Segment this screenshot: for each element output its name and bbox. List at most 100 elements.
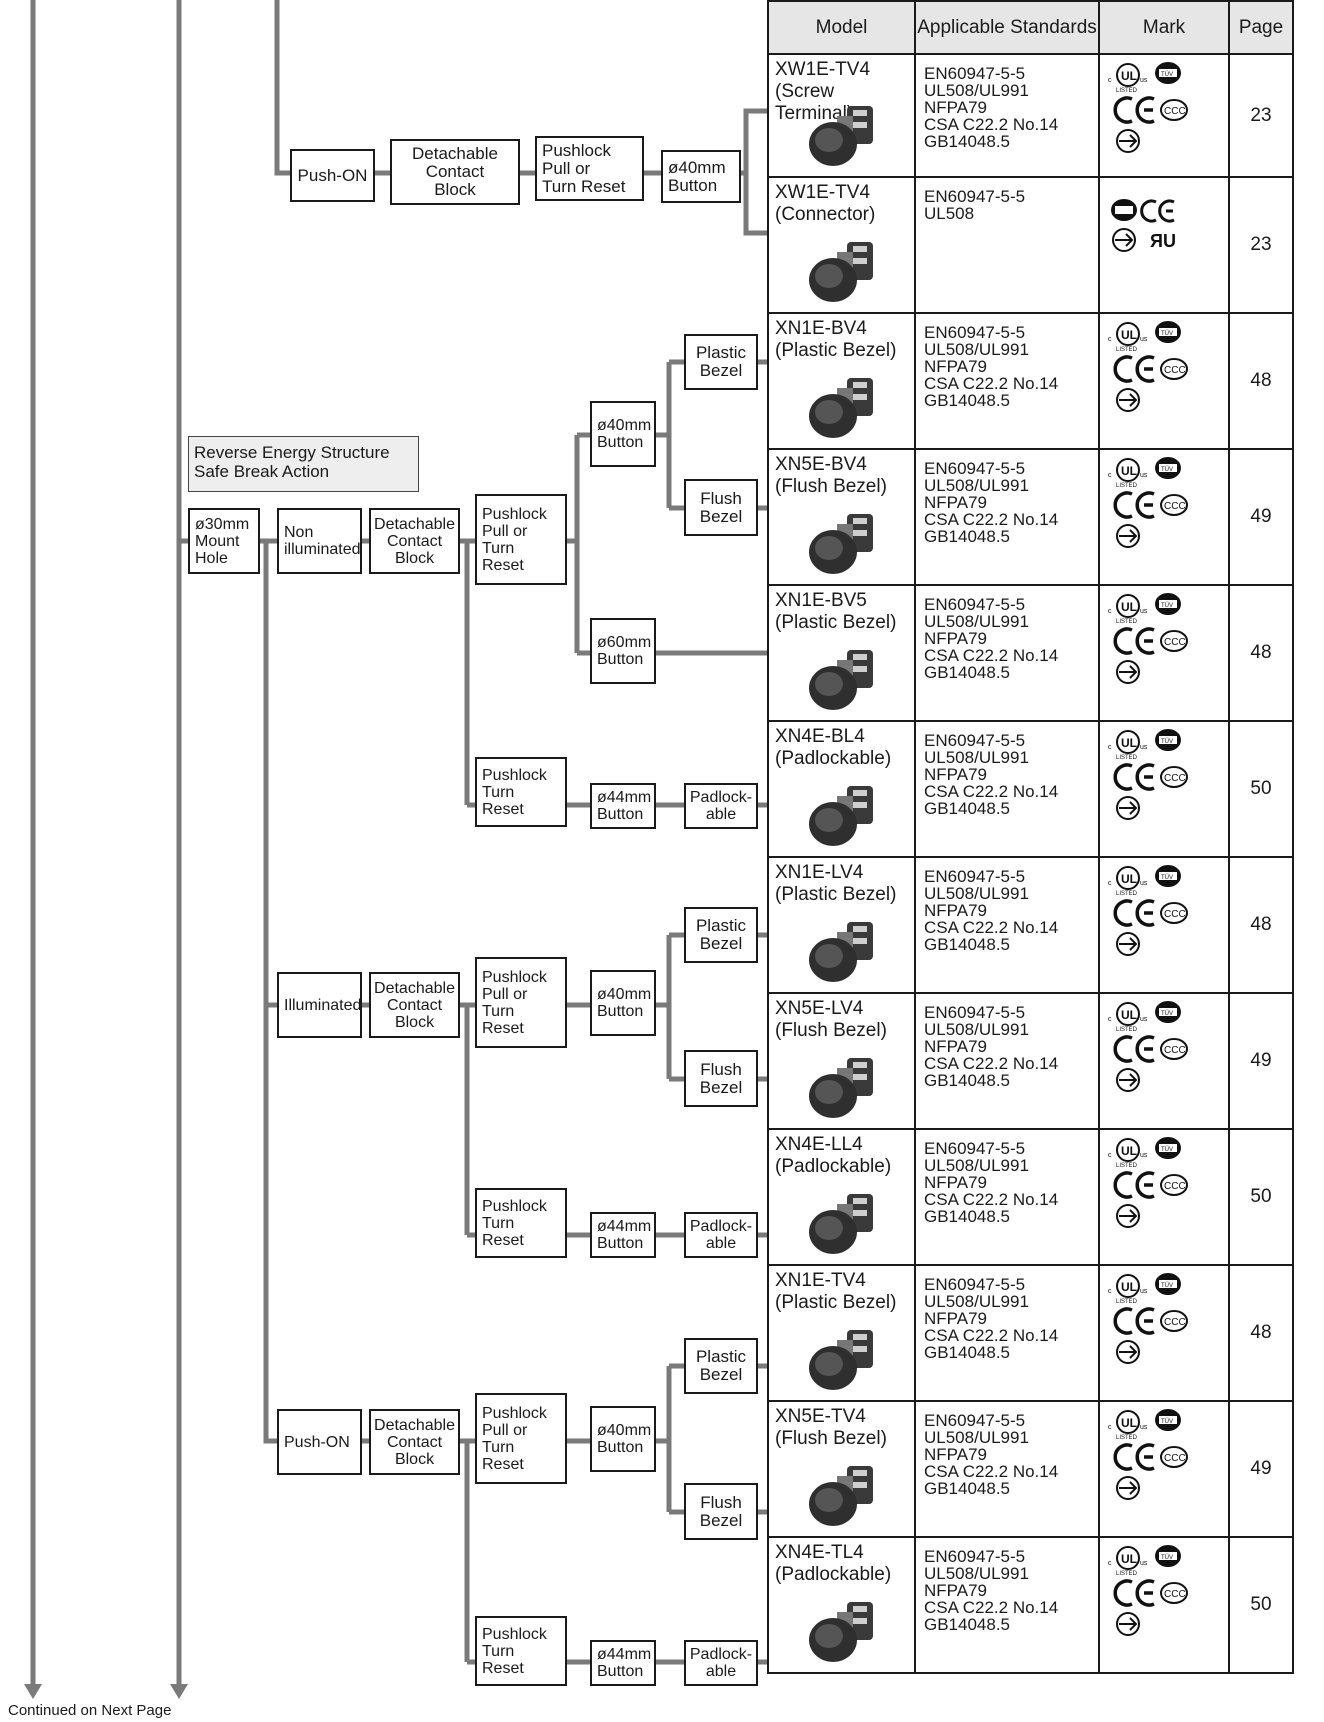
reverse-energy-note: Reverse Energy Structure Safe Break Acti… [188, 436, 419, 492]
ce-icon [1113, 899, 1155, 927]
svg-text:TÜV: TÜV [1161, 1146, 1173, 1153]
svg-text:TÜV: TÜV [1161, 1282, 1173, 1289]
product-photo [803, 780, 881, 848]
svg-text:c: c [1108, 608, 1112, 615]
arrow-circle-icon [1116, 796, 1140, 820]
model-cell: XN5E-BV4 (Flush Bezel) [767, 448, 916, 586]
turn-reset-box: Pushlock Turn Reset [475, 1188, 567, 1258]
product-photo [803, 1596, 881, 1664]
padlockable-box: Padlock- able [684, 783, 758, 829]
arrow-circle-icon [1116, 1612, 1140, 1636]
xw-button-box: ø40mm Button [661, 150, 741, 203]
svg-text:c: c [1108, 1288, 1112, 1295]
product-photo [803, 1324, 881, 1392]
svg-text:TÜV: TÜV [1161, 1554, 1173, 1561]
page-cell: 23 [1228, 53, 1294, 178]
model-name: XN1E-BV5 (Plastic Bezel) [775, 590, 897, 633]
svg-text:LISTED: LISTED [1116, 755, 1138, 761]
svg-text:c: c [1108, 1016, 1112, 1023]
product-photo [803, 372, 881, 440]
model-cell: XN4E-TL4 (Padlockable) [767, 1536, 916, 1674]
ce-icon [1140, 199, 1175, 223]
svg-text:CCC: CCC [1164, 1453, 1186, 1464]
push-on-box: Push-ON [277, 1409, 362, 1475]
pull-turn-reset-box: Pushlock Pull or Turn Reset [475, 494, 567, 585]
svg-text:UL: UL [1121, 872, 1137, 886]
ccc-icon: CCC [1160, 902, 1188, 924]
table-row: XN1E-LV4 (Plastic Bezel)EN60947-5-5 UL50… [767, 856, 1294, 994]
svg-text:us: us [1140, 1152, 1148, 1159]
standards-cell: EN60947-5-5 UL508/UL991 NFPA79 CSA C22.2… [914, 1536, 1100, 1674]
model-name: XN5E-TV4 (Flush Bezel) [775, 1406, 887, 1449]
page-cell: 48 [1228, 1264, 1294, 1402]
model-cell: XN1E-BV5 (Plastic Bezel) [767, 584, 916, 722]
ce-icon [1113, 1171, 1155, 1199]
xw-contact-block-box: Detachable Contact Block [390, 139, 520, 205]
model-cell: XN1E-LV4 (Plastic Bezel) [767, 856, 916, 994]
tuv-icon: TÜV [1155, 729, 1181, 751]
svg-text:c: c [1108, 880, 1112, 887]
svg-text:us: us [1140, 1424, 1148, 1431]
model-name: XN4E-BL4 (Padlockable) [775, 726, 892, 769]
arrow-circle-icon [1116, 1340, 1140, 1364]
svg-text:us: us [1140, 472, 1148, 479]
svg-text:CCC: CCC [1164, 501, 1186, 512]
page-cell: 49 [1228, 992, 1294, 1130]
model-name: XW1E-TV4 (Connector) [775, 182, 876, 225]
pull-turn-reset-box: Pushlock Pull or Turn Reset [475, 1393, 567, 1484]
standards-cell: EN60947-5-5 UL508/UL991 NFPA79 CSA C22.2… [914, 992, 1100, 1130]
model-name: XN5E-BV4 (Flush Bezel) [775, 454, 887, 497]
button-40mm-box: ø40mm Button [590, 970, 656, 1036]
svg-text:ЯU: ЯU [1150, 231, 1176, 251]
model-name: XN1E-LV4 (Plastic Bezel) [775, 862, 897, 905]
svg-text:TÜV: TÜV [1161, 602, 1173, 609]
table-row: XW1E-TV4 (Screw Terminal)EN60947-5-5 UL5… [767, 53, 1294, 178]
turn-reset-box: Pushlock Turn Reset [475, 757, 567, 827]
svg-text:LISTED: LISTED [1116, 1571, 1138, 1577]
model-name: XN1E-TV4 (Plastic Bezel) [775, 1270, 897, 1313]
table-header-row: Model Applicable Standards Mark Page [767, 0, 1294, 55]
standards-cell: EN60947-5-5 UL508/UL991 NFPA79 CSA C22.2… [914, 1128, 1100, 1266]
svg-text:CCC: CCC [1164, 1045, 1186, 1056]
page-cell: 48 [1228, 584, 1294, 722]
page-cell: 48 [1228, 312, 1294, 450]
svg-text:LISTED: LISTED [1116, 483, 1138, 489]
product-photo [803, 1460, 881, 1528]
contact-block-box: Detachable Contact Block [369, 1409, 460, 1475]
svg-text:c: c [1108, 336, 1112, 343]
svg-text:UL: UL [1121, 736, 1137, 750]
ccc-icon: CCC [1160, 358, 1188, 380]
ce-icon [1113, 763, 1155, 791]
svg-text:UL: UL [1121, 1144, 1137, 1158]
certification-marks: ЯU [1104, 184, 1224, 284]
page-cell: 50 [1228, 720, 1294, 858]
non-illuminated-box: Non illuminated [277, 508, 362, 574]
svg-text:us: us [1140, 608, 1148, 615]
model-cell: XN5E-LV4 (Flush Bezel) [767, 992, 916, 1130]
svg-text:us: us [1140, 744, 1148, 751]
xw-operation-box: Pushlock Pull or Turn Reset [535, 136, 644, 201]
illuminated-box: Illuminated [277, 972, 362, 1038]
ccc-icon: CCC [1160, 1038, 1188, 1060]
ccc-icon: CCC [1160, 1310, 1188, 1332]
table-row: XN5E-LV4 (Flush Bezel)EN60947-5-5 UL508/… [767, 992, 1294, 1130]
ccc-icon: CCC [1160, 1446, 1188, 1468]
standards-cell: EN60947-5-5 UL508/UL991 NFPA79 CSA C22.2… [914, 584, 1100, 722]
turn-reset-box: Pushlock Turn Reset [475, 1616, 567, 1686]
svg-text:us: us [1140, 77, 1148, 84]
page-cell: 50 [1228, 1536, 1294, 1674]
tuv-icon: TÜV [1155, 1545, 1181, 1567]
svg-text:UL: UL [1121, 1008, 1137, 1022]
